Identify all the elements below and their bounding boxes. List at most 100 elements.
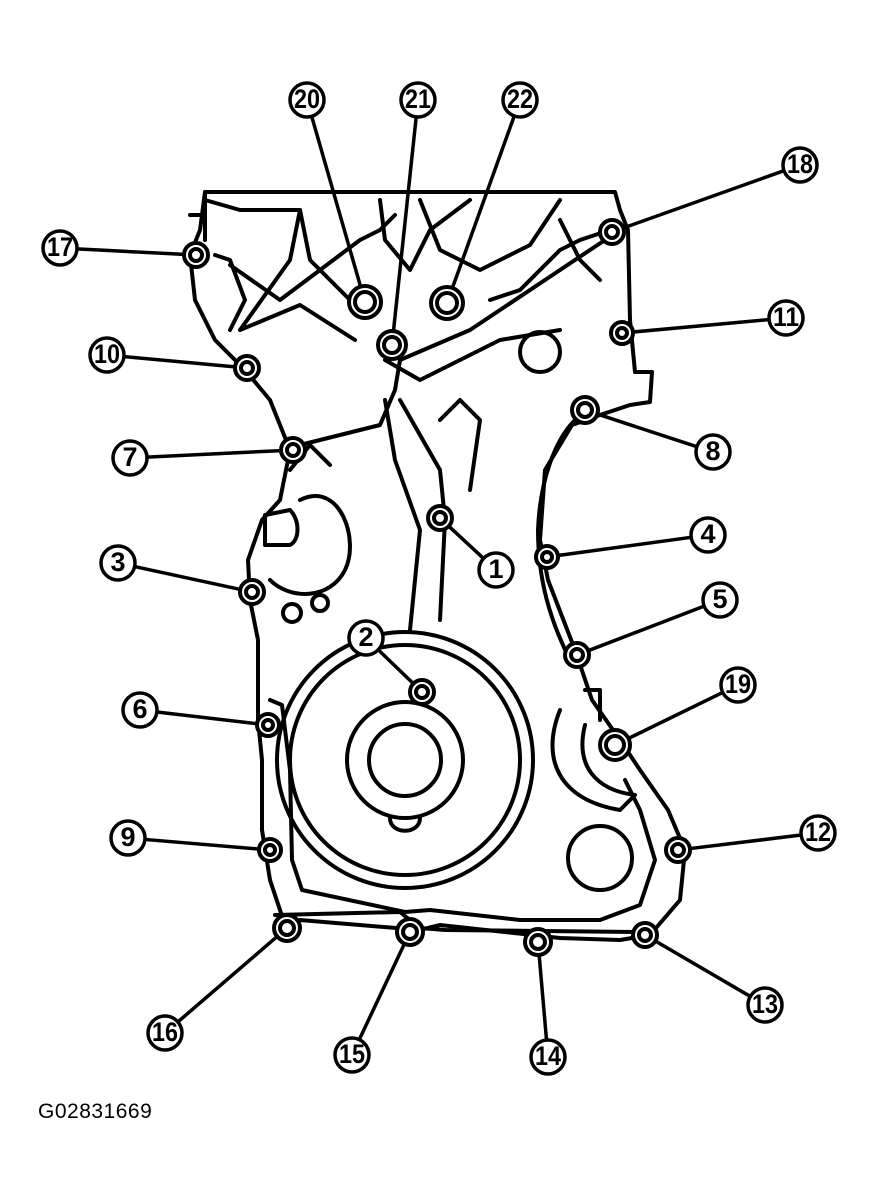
bolt-5-head [569, 647, 585, 663]
bolt-19-head [604, 734, 626, 756]
crank-pulley-outer [275, 630, 535, 890]
central-rib [298, 328, 562, 632]
callout-circle [477, 551, 515, 589]
bolt-21-head [382, 335, 402, 355]
leader-line-6 [155, 710, 259, 726]
callout-17: 17 [41, 229, 79, 267]
left-boss [263, 494, 352, 596]
callout-number: 9 [120, 822, 135, 852]
leader-line-18 [621, 168, 786, 230]
callout-5: 5 [701, 581, 739, 619]
callout-number: 22 [507, 84, 533, 114]
callout-18: 18 [781, 146, 819, 184]
bolt-3-head [244, 584, 260, 600]
bolt-22-head [435, 291, 459, 315]
bolt-10-head [239, 360, 255, 376]
callout-number: 3 [110, 547, 125, 577]
callout-circle [399, 81, 437, 119]
leader-line-15 [357, 942, 407, 1042]
leader-line-21 [391, 115, 418, 333]
leader-line-20 [309, 114, 363, 289]
callout-14: 14 [529, 1038, 567, 1076]
callout-circle [333, 1036, 371, 1074]
bolt-8-head [576, 401, 594, 419]
callout-13: 13 [746, 986, 784, 1024]
callout-number: 7 [122, 442, 137, 472]
bolt-17-head [188, 247, 204, 263]
callout-20: 20 [288, 81, 326, 119]
leader-line-12 [688, 833, 803, 851]
callout-circle [746, 986, 784, 1024]
callout-circle [146, 1014, 184, 1052]
callout-7: 7 [111, 439, 149, 477]
leader-line-4 [556, 535, 693, 558]
left-boss-hole-a [281, 602, 303, 624]
leader-line-9 [143, 837, 261, 851]
leader-line-10 [122, 354, 237, 369]
callout-6: 6 [121, 691, 159, 729]
upper-port [518, 330, 562, 374]
leader-line-22 [450, 114, 516, 290]
leader-line-17 [75, 247, 186, 257]
callout-circle [41, 229, 79, 267]
callout-circle [689, 516, 727, 554]
callout-number: 1 [488, 554, 503, 584]
lower-port [566, 824, 634, 892]
callout-2: 2 [347, 619, 385, 657]
leader-line-2 [376, 648, 416, 686]
bolt-13-head [637, 927, 653, 943]
bolt-14-head [529, 933, 547, 951]
crank-pulley-rim [288, 643, 522, 877]
upper-ribs [203, 198, 612, 362]
crank-seal-outer [345, 700, 465, 820]
callout-circle [529, 1038, 567, 1076]
bolt-11-head [615, 326, 629, 340]
bolt-4-head [540, 550, 554, 564]
callout-number: 20 [294, 84, 320, 114]
bolt-6-head [261, 718, 275, 732]
callout-15: 15 [333, 1036, 371, 1074]
leader-line-5 [586, 604, 706, 653]
callout-circle [288, 81, 326, 119]
bolt-12-head [670, 842, 686, 858]
callout-19: 19 [719, 666, 757, 704]
callout-12: 12 [799, 814, 837, 852]
callout-circle [799, 814, 837, 852]
callout-circle [501, 81, 539, 119]
callout-circle [99, 544, 137, 582]
callout-16: 16 [146, 1014, 184, 1052]
right-rib [536, 418, 602, 722]
bolt-20-head [353, 290, 377, 314]
crank-keyway [388, 816, 422, 833]
leader-line-19 [626, 690, 725, 741]
bolt-1-head [432, 510, 448, 526]
leader-line-13 [653, 939, 753, 999]
leader-line-8 [595, 412, 699, 449]
leader-line-1 [447, 524, 486, 561]
left-boss-hole-b [310, 593, 330, 613]
leader-line-7 [145, 448, 283, 459]
bolt-9-head [263, 843, 277, 857]
callout-number: 5 [712, 584, 727, 614]
callout-number: 14 [535, 1041, 561, 1071]
callout-circle [694, 433, 732, 471]
bolt-2-head [414, 684, 430, 700]
bolt-18-head [604, 224, 620, 240]
callout-circle [701, 581, 739, 619]
callout-circle [767, 299, 805, 337]
callout-21: 21 [399, 81, 437, 119]
callout-number: 4 [700, 519, 715, 549]
tensioner-arc [550, 708, 637, 812]
callout-circle [719, 666, 757, 704]
callout-1: 1 [477, 551, 515, 589]
callout-number: 16 [152, 1017, 178, 1047]
bolt-7-head [285, 442, 301, 458]
leader-line-16 [176, 934, 279, 1024]
callout-number: 18 [787, 149, 813, 179]
callout-circle [109, 819, 147, 857]
callout-9: 9 [109, 819, 147, 857]
callout-number: 13 [752, 989, 778, 1019]
callout-circle [88, 336, 126, 374]
callout-circle [111, 439, 149, 477]
